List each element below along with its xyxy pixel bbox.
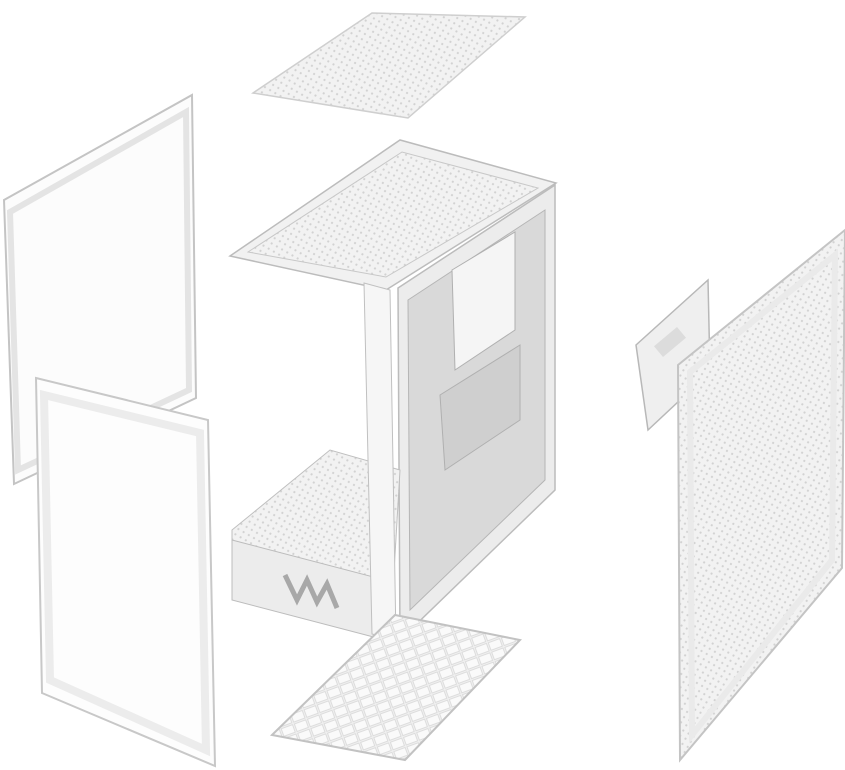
right-mesh-panel: [676, 228, 845, 763]
case-chassis: [228, 139, 558, 642]
bottom-dust-filter: [269, 613, 522, 762]
front-glass-panel: [34, 376, 217, 768]
top-mesh-panel: [251, 12, 527, 119]
